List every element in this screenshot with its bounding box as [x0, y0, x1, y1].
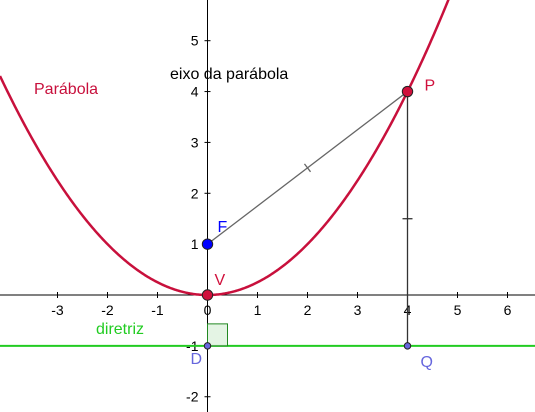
point-v: [201, 289, 214, 301]
parabola-curve: [0, 0, 450, 297]
x-tick-label: 3: [354, 302, 362, 318]
x-tick-label: 5: [454, 302, 462, 318]
y-tick-label: 3: [191, 134, 199, 150]
point-label-d: D: [191, 351, 203, 368]
annotation-labels: Parábola eixo da parábola diretriz: [34, 66, 288, 338]
geometry-objects: F V P D Q: [0, 0, 535, 371]
point-d: [203, 342, 212, 350]
y-tick-label: 2: [191, 185, 199, 201]
x-tick-label: 0: [204, 302, 212, 318]
point-p: [401, 85, 414, 98]
point-label-v: V: [215, 272, 226, 289]
point-f: [201, 238, 214, 250]
axis-of-parabola-label: eixo da parábola: [170, 66, 288, 83]
congruence-tick: [303, 163, 312, 173]
y-tick-label: -2: [186, 389, 199, 405]
x-tick-label: -1: [151, 302, 164, 318]
x-tick-label: 2: [304, 302, 312, 318]
point-label-q: Q: [421, 354, 433, 371]
x-tick-label: -3: [51, 302, 64, 318]
x-tick-label: 1: [254, 302, 262, 318]
y-tick-label: 4: [191, 84, 199, 100]
point-label-f: F: [218, 219, 228, 236]
parabola-label: Parábola: [34, 81, 98, 98]
right-angle-marker: [207, 323, 228, 347]
y-tick-label: 5: [191, 33, 199, 49]
point-q: [403, 342, 412, 350]
directrix-label: diretriz: [96, 321, 144, 338]
y-tick-label: 1: [191, 236, 199, 252]
x-tick-label: 6: [504, 302, 512, 318]
point-label-p: P: [425, 78, 436, 95]
x-tick-label: -2: [101, 302, 114, 318]
